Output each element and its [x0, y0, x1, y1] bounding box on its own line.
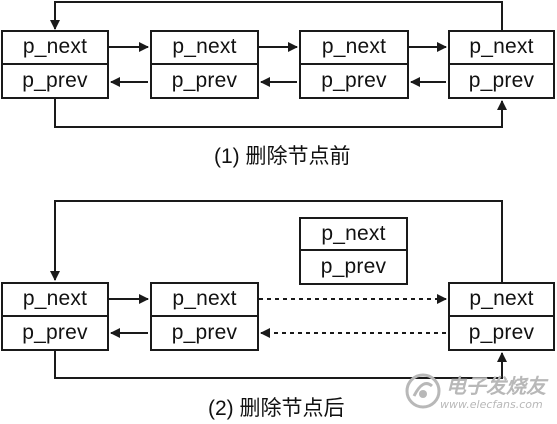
node-1b: p_next p_prev [150, 30, 259, 99]
watermark-text: 电子发烧友 [446, 374, 546, 398]
head-prev-wrap-arrow-2 [50, 200, 503, 282]
watermark-logo-icon [405, 373, 441, 409]
node-2d: p_next p_prev [448, 282, 555, 351]
p-next-field: p_next [450, 284, 553, 317]
tail-next-wrap-arrow-1 [54, 99, 507, 128]
watermark: 电子发烧友 www.elecfans.com [400, 368, 550, 416]
node-1c: p_next p_prev [299, 30, 409, 99]
p-prev-field: p_prev [22, 320, 88, 344]
p-next-field: p_next [301, 32, 407, 65]
caption-before: (1) 删除节点前 [214, 145, 351, 168]
p-prev-field: p_prev [171, 68, 238, 92]
p-prev-field: p_prev [22, 68, 88, 92]
p-next-field: p_next [3, 284, 107, 317]
p-next-field: p_next [152, 284, 257, 317]
p-next-field: p_next [152, 32, 257, 65]
p-prev-field: p_prev [171, 320, 238, 344]
node-2b: p_next p_prev [150, 282, 259, 351]
p-prev-field: p_prev [468, 320, 535, 344]
deleted-node: p_next p_prev [299, 217, 408, 285]
node-1a: p_next p_prev [1, 30, 109, 99]
watermark-url: www.elecfans.com [440, 398, 543, 411]
head-prev-wrap-arrow-1 [50, 1, 503, 30]
p-prev-field: p_prev [320, 255, 387, 278]
caption-after: (2) 删除节点后 [208, 397, 345, 420]
node-1d: p_next p_prev [448, 30, 555, 99]
p-prev-field: p_prev [468, 68, 535, 92]
p-next-field: p_next [3, 32, 107, 65]
p-prev-field: p_prev [321, 68, 387, 92]
node-2a: p_next p_prev [1, 282, 109, 351]
tail-next-wrap-arrow-2 [54, 351, 507, 379]
p-next-field: p_next [450, 32, 553, 65]
p-next-field: p_next [301, 219, 406, 251]
